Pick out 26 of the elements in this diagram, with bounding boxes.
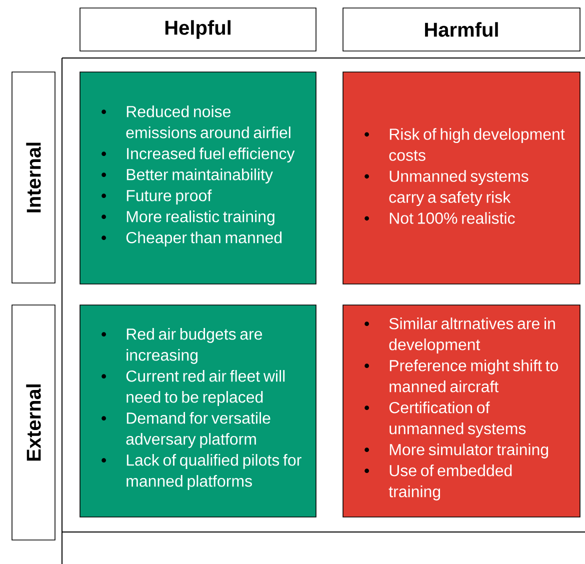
- bullet-item: Future proof: [102, 190, 212, 204]
- strength-box: [80, 304, 316, 518]
- bullet-item: Unmanned systems carry a safety risk: [364, 170, 528, 206]
- bullet-item: Preference might shift to manned aircraft: [364, 360, 558, 392]
- bullet-item: Current red air fleet will need to be replaced: [102, 370, 285, 406]
- bullet-item: Lack of qualified pilots for manned platforms: [102, 454, 302, 490]
- bullet-item: Not 100% realistic: [364, 212, 515, 224]
- row-header: External: [12, 304, 56, 540]
- bullet-item: Reduced noise emissions around airfiel: [102, 106, 290, 138]
- bullet-item: Use of embedded training: [364, 464, 512, 500]
- strength-box: [80, 72, 316, 284]
- bullet-item: Red air budgets are increasing: [102, 328, 262, 364]
- bullet-item: Increased fuel efficiency: [102, 148, 295, 162]
- weakness-box: [342, 304, 580, 518]
- bullet-item: Demand for versatile adversary platform: [102, 412, 270, 448]
- weakness-box: [342, 72, 580, 284]
- column-header: Helpful: [80, 8, 316, 52]
- bullet-item: Certification of unmanned systems: [364, 402, 526, 438]
- column-header: Harmful: [342, 8, 580, 52]
- bullet-item: Better maintainability: [102, 168, 273, 184]
- bullet-item: More simulator training: [364, 444, 548, 458]
- bullet-item: Cheaper than manned: [102, 232, 282, 246]
- bullet-item: Similar altrnatives are in development: [364, 318, 555, 354]
- bullet-item: Risk of high development costs: [364, 128, 565, 161]
- bullet-item: More realistic training: [102, 210, 274, 226]
- row-header: Internal: [12, 72, 56, 284]
